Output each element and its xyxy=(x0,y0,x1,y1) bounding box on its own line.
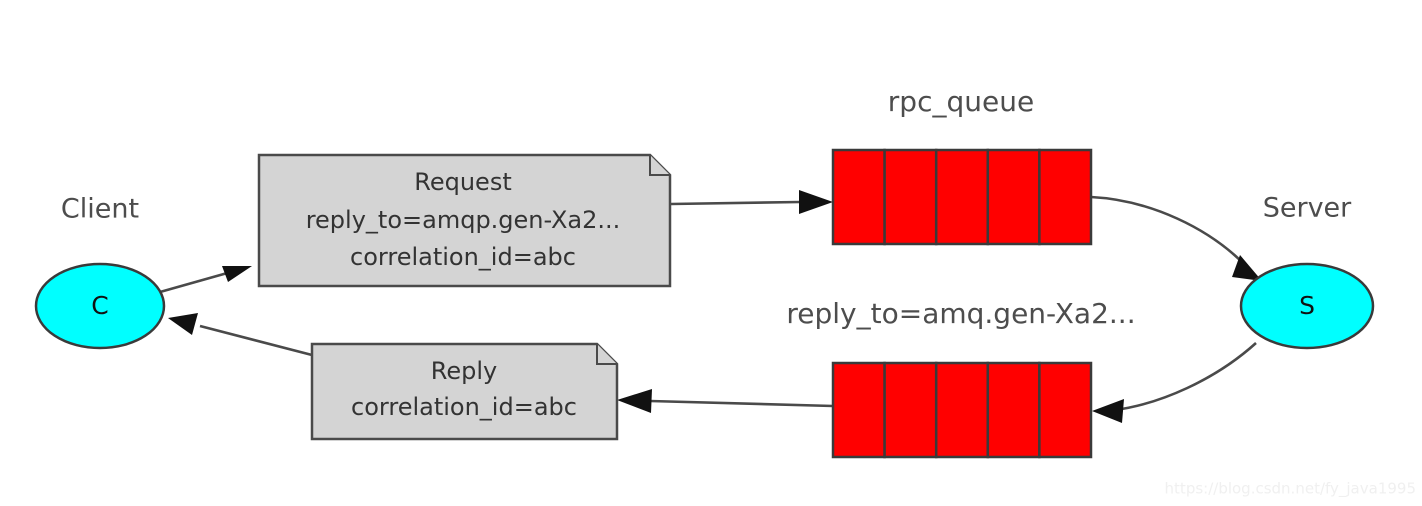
edge-request-to-rpc-queue xyxy=(670,190,833,214)
reply-to-edge-label: reply_to=amq.gen-Xa2... xyxy=(786,297,1135,330)
edge-reply-queue-to-reply-note xyxy=(617,389,834,413)
reply-queue[interactable]: reply_to=amq.gen-Xa2... xyxy=(786,297,1136,459)
watermark-label: https://blog.csdn.net/fy_java1995 xyxy=(1165,480,1416,499)
server-node[interactable]: Server S xyxy=(1239,193,1375,350)
reply-queue-cells xyxy=(831,361,1093,459)
request-note-reply-to: reply_to=amqp.gen-Xa2... xyxy=(306,206,621,234)
server-glyph: S xyxy=(1299,291,1315,320)
queue-cell xyxy=(934,148,990,246)
server-ellipse[interactable] xyxy=(1239,262,1375,350)
request-note-correlation-id: correlation_id=abc xyxy=(350,243,576,271)
queue-cell xyxy=(1038,148,1093,246)
queue-cell xyxy=(883,148,938,246)
reply-note-title: Reply xyxy=(431,357,497,385)
server-label: Server xyxy=(1263,193,1352,224)
client-glyph: C xyxy=(91,291,108,320)
edge-rpc-queue-to-server xyxy=(1090,195,1262,281)
reply-note-correlation-id: correlation_id=abc xyxy=(351,393,577,421)
rpc-queue-cells xyxy=(831,148,1093,246)
queue-cell xyxy=(986,148,1041,246)
queue-cell xyxy=(934,361,990,459)
rpc-queue[interactable]: rpc_queue xyxy=(831,85,1093,246)
queue-cell xyxy=(831,148,886,246)
request-note[interactable]: Request reply_to=amqp.gen-Xa2... correla… xyxy=(257,153,672,288)
queue-cell xyxy=(986,361,1041,459)
queue-cell xyxy=(883,361,938,459)
request-note-title: Request xyxy=(414,168,512,196)
rpc-queue-label: rpc_queue xyxy=(888,85,1034,118)
edge-server-to-reply-queue xyxy=(1092,342,1257,423)
edge-client-to-request xyxy=(159,266,252,294)
client-node[interactable]: Client C xyxy=(34,194,166,350)
client-ellipse[interactable] xyxy=(34,262,166,350)
reply-note[interactable]: Reply correlation_id=abc xyxy=(310,342,619,441)
queue-cell xyxy=(1038,361,1093,459)
edge-reply-note-to-client xyxy=(168,313,313,357)
queue-cell xyxy=(831,361,886,459)
client-label: Client xyxy=(61,194,139,225)
